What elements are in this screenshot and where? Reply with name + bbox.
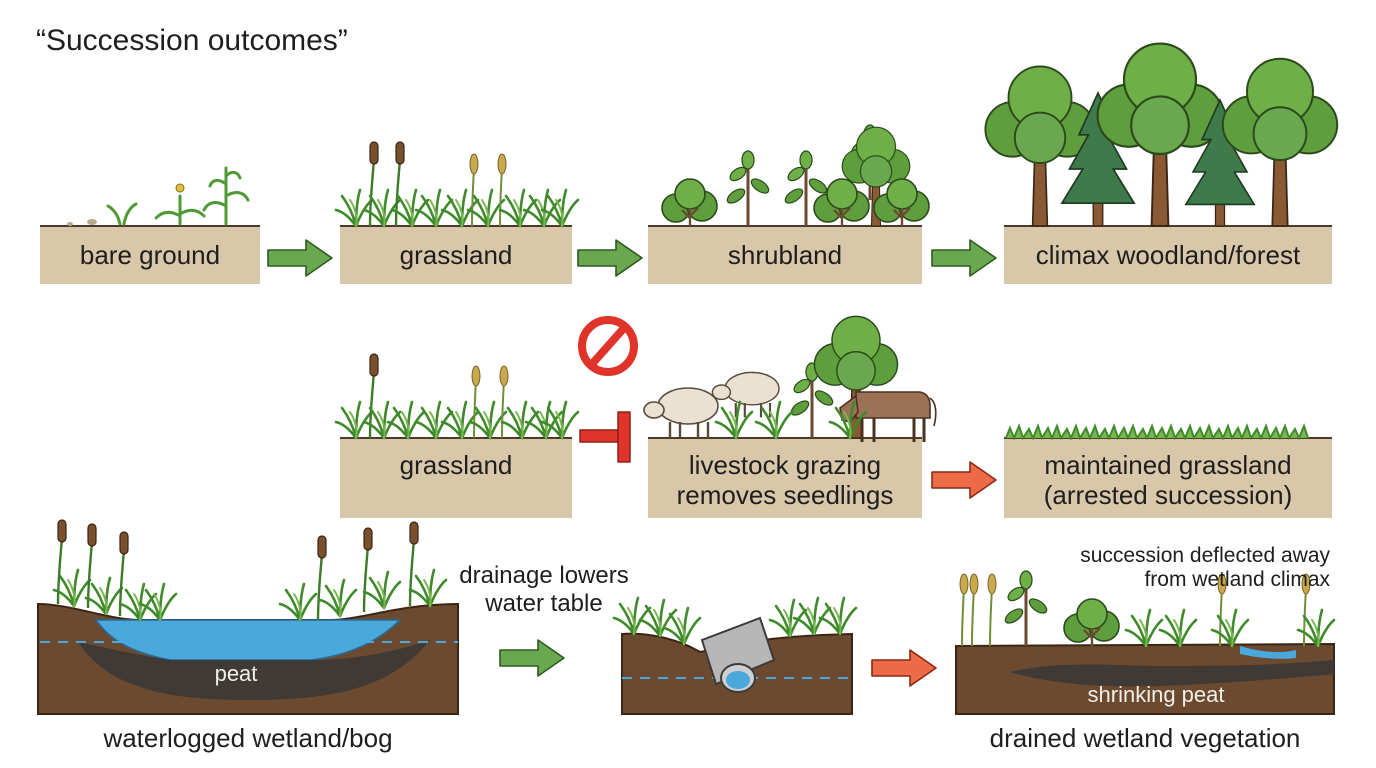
label-grassland: grassland — [399, 240, 513, 270]
grassland-vegetation-row2 — [334, 352, 580, 440]
label-succession-deflected: succession deflected away from wetland c… — [1080, 544, 1330, 592]
drainage-pipe-scene — [612, 596, 858, 715]
label-deflected-line1: succession deflected away — [1080, 544, 1330, 567]
label-maintained-grassland: maintained grassland (arrested successio… — [1044, 450, 1293, 510]
row2-boxes — [340, 437, 1332, 518]
diagram-title: “Succession outcomes” — [36, 24, 348, 57]
label-bare-ground: bare ground — [79, 240, 221, 270]
arrow-grass-to-shrub — [577, 239, 643, 277]
arrow-drainage-to-drained — [871, 649, 937, 687]
arrow-grazing-to-maintained — [931, 461, 997, 499]
bare-ground-sprouts — [67, 166, 250, 226]
label-drained-wetland: drained wetland vegetation — [989, 723, 1301, 753]
label-maintained-line1: maintained grassland — [1044, 450, 1292, 480]
label-grassland-row2: grassland — [399, 450, 513, 480]
grassland-vegetation — [334, 140, 580, 228]
inhibition-block-icon — [579, 411, 631, 463]
label-livestock-line2: removes seedlings — [676, 480, 894, 510]
arrow-bare-to-grass — [267, 239, 333, 277]
label-drainage-line1: drainage lowers — [459, 562, 629, 589]
shrubland-vegetation — [660, 123, 931, 228]
label-deflected-line2: from wetland climax — [1144, 568, 1330, 592]
label-climax-forest: climax woodland/forest — [1035, 240, 1301, 270]
label-peat: peat — [214, 661, 258, 686]
grazing-animals — [642, 315, 938, 444]
label-shrinking-peat: shrinking peat — [1087, 682, 1225, 707]
no-entry-icon — [578, 316, 638, 376]
label-drainage-lowers: drainage lowers water table — [459, 562, 628, 618]
forest-vegetation — [984, 42, 1339, 228]
arrow-shrub-to-forest — [931, 239, 997, 277]
arrow-wetland-to-drainage — [499, 639, 565, 677]
drained-wetland-scene — [955, 569, 1336, 715]
label-livestock-line1: livestock grazing — [688, 450, 882, 480]
label-waterlogged-wetland: waterlogged wetland/bog — [103, 723, 393, 753]
row1-boxes — [40, 225, 1332, 284]
label-drainage-line2: water table — [485, 590, 603, 617]
label-maintained-line2: (arrested succession) — [1043, 480, 1293, 510]
maintained-grass-strip — [1005, 423, 1309, 441]
label-shrubland: shrubland — [727, 240, 843, 270]
label-livestock-grazing: livestock grazing removes seedlings — [677, 450, 894, 510]
wetland-bog-scene — [37, 518, 459, 715]
